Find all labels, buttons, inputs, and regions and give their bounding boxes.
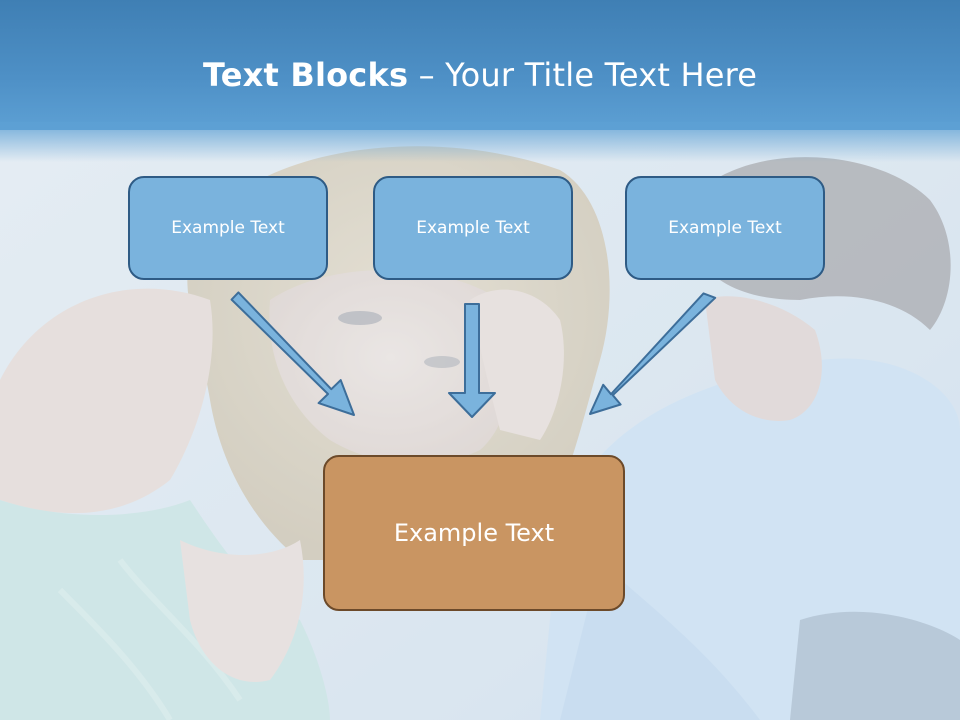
header-band [0, 0, 960, 130]
slide-title-separator: – [408, 56, 446, 94]
arrow-center-icon [448, 303, 496, 418]
slide-title: Text Blocks – Your Title Text Here [203, 52, 903, 98]
text-block-1[interactable]: Example Text [128, 176, 328, 280]
header-fade [0, 122, 960, 162]
arrow-left-icon [230, 291, 355, 416]
arrow-right-icon [589, 292, 717, 415]
text-block-result-label: Example Text [393, 519, 555, 547]
text-block-1-label: Example Text [171, 218, 285, 238]
text-block-2-label: Example Text [416, 218, 530, 238]
slide-title-rest: Your Title Text Here [445, 56, 758, 94]
slide-title-bold: Text Blocks [203, 56, 409, 94]
text-block-result[interactable]: Example Text [323, 455, 625, 611]
text-block-3-label: Example Text [668, 218, 782, 238]
text-block-2[interactable]: Example Text [373, 176, 573, 280]
text-block-3[interactable]: Example Text [625, 176, 825, 280]
